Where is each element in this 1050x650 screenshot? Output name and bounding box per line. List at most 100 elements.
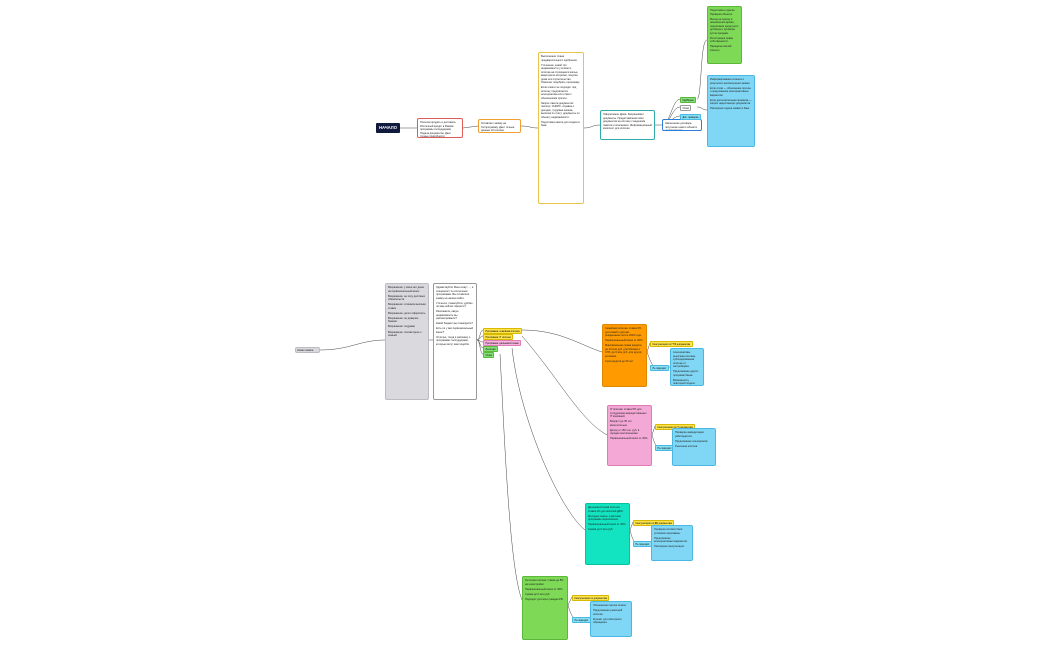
cyan-line: Проверка аккредитации работодателя.	[675, 431, 704, 438]
call-script-node[interactable]: Здравствуйте! Меня зовут ..., я специали…	[433, 283, 477, 400]
branch-line: Доход от 150 тыс. руб. в городах-миллион…	[610, 428, 640, 436]
start-node[interactable]: НАЧАЛО	[376, 123, 400, 133]
branch-fareast-tag-no[interactable]: Не подходит	[633, 541, 652, 548]
note-line: Информирование клиента о результате расс…	[710, 78, 751, 85]
script-line: Есть ли у вас первоначальный взнос?	[436, 327, 474, 334]
note-line: Если дополнительная проверка — запрос не…	[710, 98, 752, 106]
cyan-line: Объяснение причин отказа.	[593, 604, 627, 607]
link	[319, 339, 386, 351]
cyan-line: Предложение рыночной ипотеки.	[593, 609, 623, 616]
tag-extra-check[interactable]: Доп. проверка	[680, 114, 701, 121]
branch-line: IT ипотека: ставка 5% для сотрудников ак…	[610, 408, 647, 418]
link	[499, 353, 523, 601]
branch-fareast-node[interactable]: Дальневосточная ипотека: ставка 2% для ж…	[585, 503, 630, 565]
branch-line: Первоначальный взнос от 20%.	[610, 437, 649, 441]
objection-item: Возражение: не хочу долговых обязательст…	[388, 294, 426, 302]
tag-family-mortgage[interactable]: Программа: семейная ипотека	[483, 328, 523, 335]
objection-item: Возражение: слишком высокая ставка	[388, 303, 426, 310]
link	[521, 335, 608, 436]
cyan-line: Контакт для повторного обращения.	[593, 617, 622, 625]
branch-line: Первоначальный взнос от 30%.	[525, 587, 564, 591]
note-line: Выход на сделку в назначенное время, под…	[710, 17, 739, 35]
objection-item: Возражение: у меня нет денег на первонач…	[388, 286, 425, 293]
cyan-line: Проверка соответствия условиям программы…	[654, 528, 683, 535]
tag-refusal[interactable]: Отказ	[680, 105, 692, 112]
chain-node-4[interactable]: Заключение договора, получение нового об…	[662, 119, 702, 131]
branch-line: Срок кредита до 30 лет.	[605, 359, 634, 363]
link	[646, 342, 651, 353]
branch-it-cyan[interactable]: Проверка аккредитации работодателя. Пред…	[672, 428, 716, 466]
tag-far-east[interactable]: Программа: дальневосточная	[483, 340, 522, 347]
objection-item: Возражение: посоветуюсь с семьей	[388, 330, 422, 338]
tag-approved[interactable]: Одобрено	[680, 97, 697, 104]
link	[583, 124, 601, 129]
branch-line: Молодые семьи, участники программы перес…	[588, 514, 621, 522]
note-line: Регистрация права собственности.	[710, 36, 733, 44]
branch-it-node[interactable]: IT ипотека: ставка 5% для сотрудников ак…	[607, 405, 652, 466]
description-paragraph: Уточнение, какой тип недвижимости у клие…	[541, 63, 580, 85]
branch-family-tag[interactable]: Консультация по ГПЗ документам	[650, 341, 693, 348]
link	[511, 347, 586, 531]
tag-refusal-2[interactable]: Отказ	[483, 352, 495, 359]
branch-line: Первоначальный взнос от 20%.	[588, 523, 627, 527]
description-paragraph: Если клиент не подходит под ипотеку, пре…	[541, 86, 577, 100]
objections-list[interactable]: Возражение: у меня нет денег на первонач…	[385, 283, 429, 400]
note-line: Повторная подача заявки в банк.	[710, 107, 750, 111]
note-line: Передача ключей клиенту.	[710, 45, 732, 52]
link	[629, 521, 634, 531]
objection-item: Возражение: долго оформлять	[388, 311, 426, 315]
objection-item: Возражение: не доверяю банкам	[388, 316, 419, 324]
branch-preferential-tag[interactable]: Консультация по документам	[572, 595, 610, 602]
link	[696, 106, 708, 111]
cyan-line: Предложение других программ банка.	[673, 370, 699, 377]
branch-preferential-tag-no[interactable]: Не подходит	[572, 617, 591, 624]
cyan-line: Возможность повторной подачи.	[673, 378, 696, 386]
branch-line: Сумма до 6 млн руб.	[525, 592, 551, 596]
cyan-line: Предложение альтернатив.	[675, 439, 709, 443]
script-line: Здравствуйте! Меня зовут ..., я специали…	[436, 286, 474, 300]
branch-line: Семейная ипотека: ставка 6% для семей с …	[605, 327, 642, 337]
link	[462, 125, 479, 129]
link	[651, 425, 656, 436]
cyan-line: Альтернативы: рыночная ипотека, субсидир…	[673, 351, 696, 368]
branch-line: Подходит для всех граждан РФ.	[525, 597, 564, 601]
chain-node-2[interactable]: Оставляет заявку на Госпрограмму. Дает т…	[478, 119, 521, 133]
script-line: Отлично, тогда я расскажу о программах г…	[436, 335, 471, 346]
branch-family-tag-no[interactable]: Не подходит	[650, 365, 669, 372]
chain-node-3[interactable]: Оформление Дома. Запрашивает документы. …	[600, 110, 655, 140]
script-line: Расскажите, какую недвижимость вы рассма…	[436, 310, 459, 321]
description-paragraph: Подготовка пакета для подачи в банк.	[541, 120, 580, 128]
branch-fareast-cyan[interactable]: Проверка соответствия условиям программы…	[651, 525, 693, 561]
branch-family-cyan[interactable]: Альтернативы: рыночная ипотека, субсидир…	[670, 348, 704, 386]
chain-node-1[interactable]: Попытка продать и доставить Ипотечный кр…	[417, 118, 463, 138]
link	[520, 125, 539, 129]
link	[567, 596, 573, 606]
branch-line: Сумма до 6 млн руб.	[588, 528, 614, 532]
branch-line: Первоначальный взнос от 20%.	[605, 339, 644, 343]
branch-line: Дальневосточная ипотека: ставка 2% для ж…	[588, 506, 624, 513]
description-node[interactable]: Выполнение плана предварительного одобре…	[538, 52, 584, 204]
branch-preferential-cyan[interactable]: Объяснение причин отказа. Предложение ры…	[590, 601, 632, 637]
note-line: Если отказ — объяснение причин и предлож…	[710, 86, 751, 97]
branch-line: Максимальная сумма кредита до 12 млн руб…	[605, 344, 642, 358]
script-line: Какой бюджет вы планируете?	[436, 322, 473, 326]
link	[696, 39, 708, 100]
objection-item: Возражение: подумаю	[388, 325, 415, 329]
branch-line: Возраст до 35 лет включительно.	[610, 420, 632, 427]
description-paragraph: Запрос пакета документов: паспорт, СНИЛС…	[541, 101, 580, 119]
refusal-note[interactable]: Информирование клиента о результате расс…	[707, 75, 755, 147]
branch-line: Льготная ипотека: ставка до 8% на новост…	[525, 579, 564, 586]
branch-preferential-node[interactable]: Льготная ипотека: ставка до 8% на новост…	[522, 576, 568, 640]
approved-note[interactable]: Подготовка к сделке. Проверка объекта. В…	[707, 6, 742, 64]
description-paragraph: Выполнение плана предварительного одобре…	[541, 55, 578, 62]
branch-family-node[interactable]: Семейная ипотека: ставка 6% для семей с …	[602, 324, 647, 387]
cyan-line: Предложение альтернативных вариантов.	[654, 536, 688, 544]
script-line: Уточните, пожалуйста, удобно ли вам сейч…	[436, 301, 473, 309]
new-request-node[interactable]: Новая заявка	[295, 347, 320, 353]
tag-preferential[interactable]: Льготная	[483, 346, 498, 353]
link	[521, 329, 603, 353]
tag-it-mortgage[interactable]: Программа: IT ипотека	[483, 334, 514, 341]
cyan-line: Повторная консультация.	[654, 545, 685, 549]
